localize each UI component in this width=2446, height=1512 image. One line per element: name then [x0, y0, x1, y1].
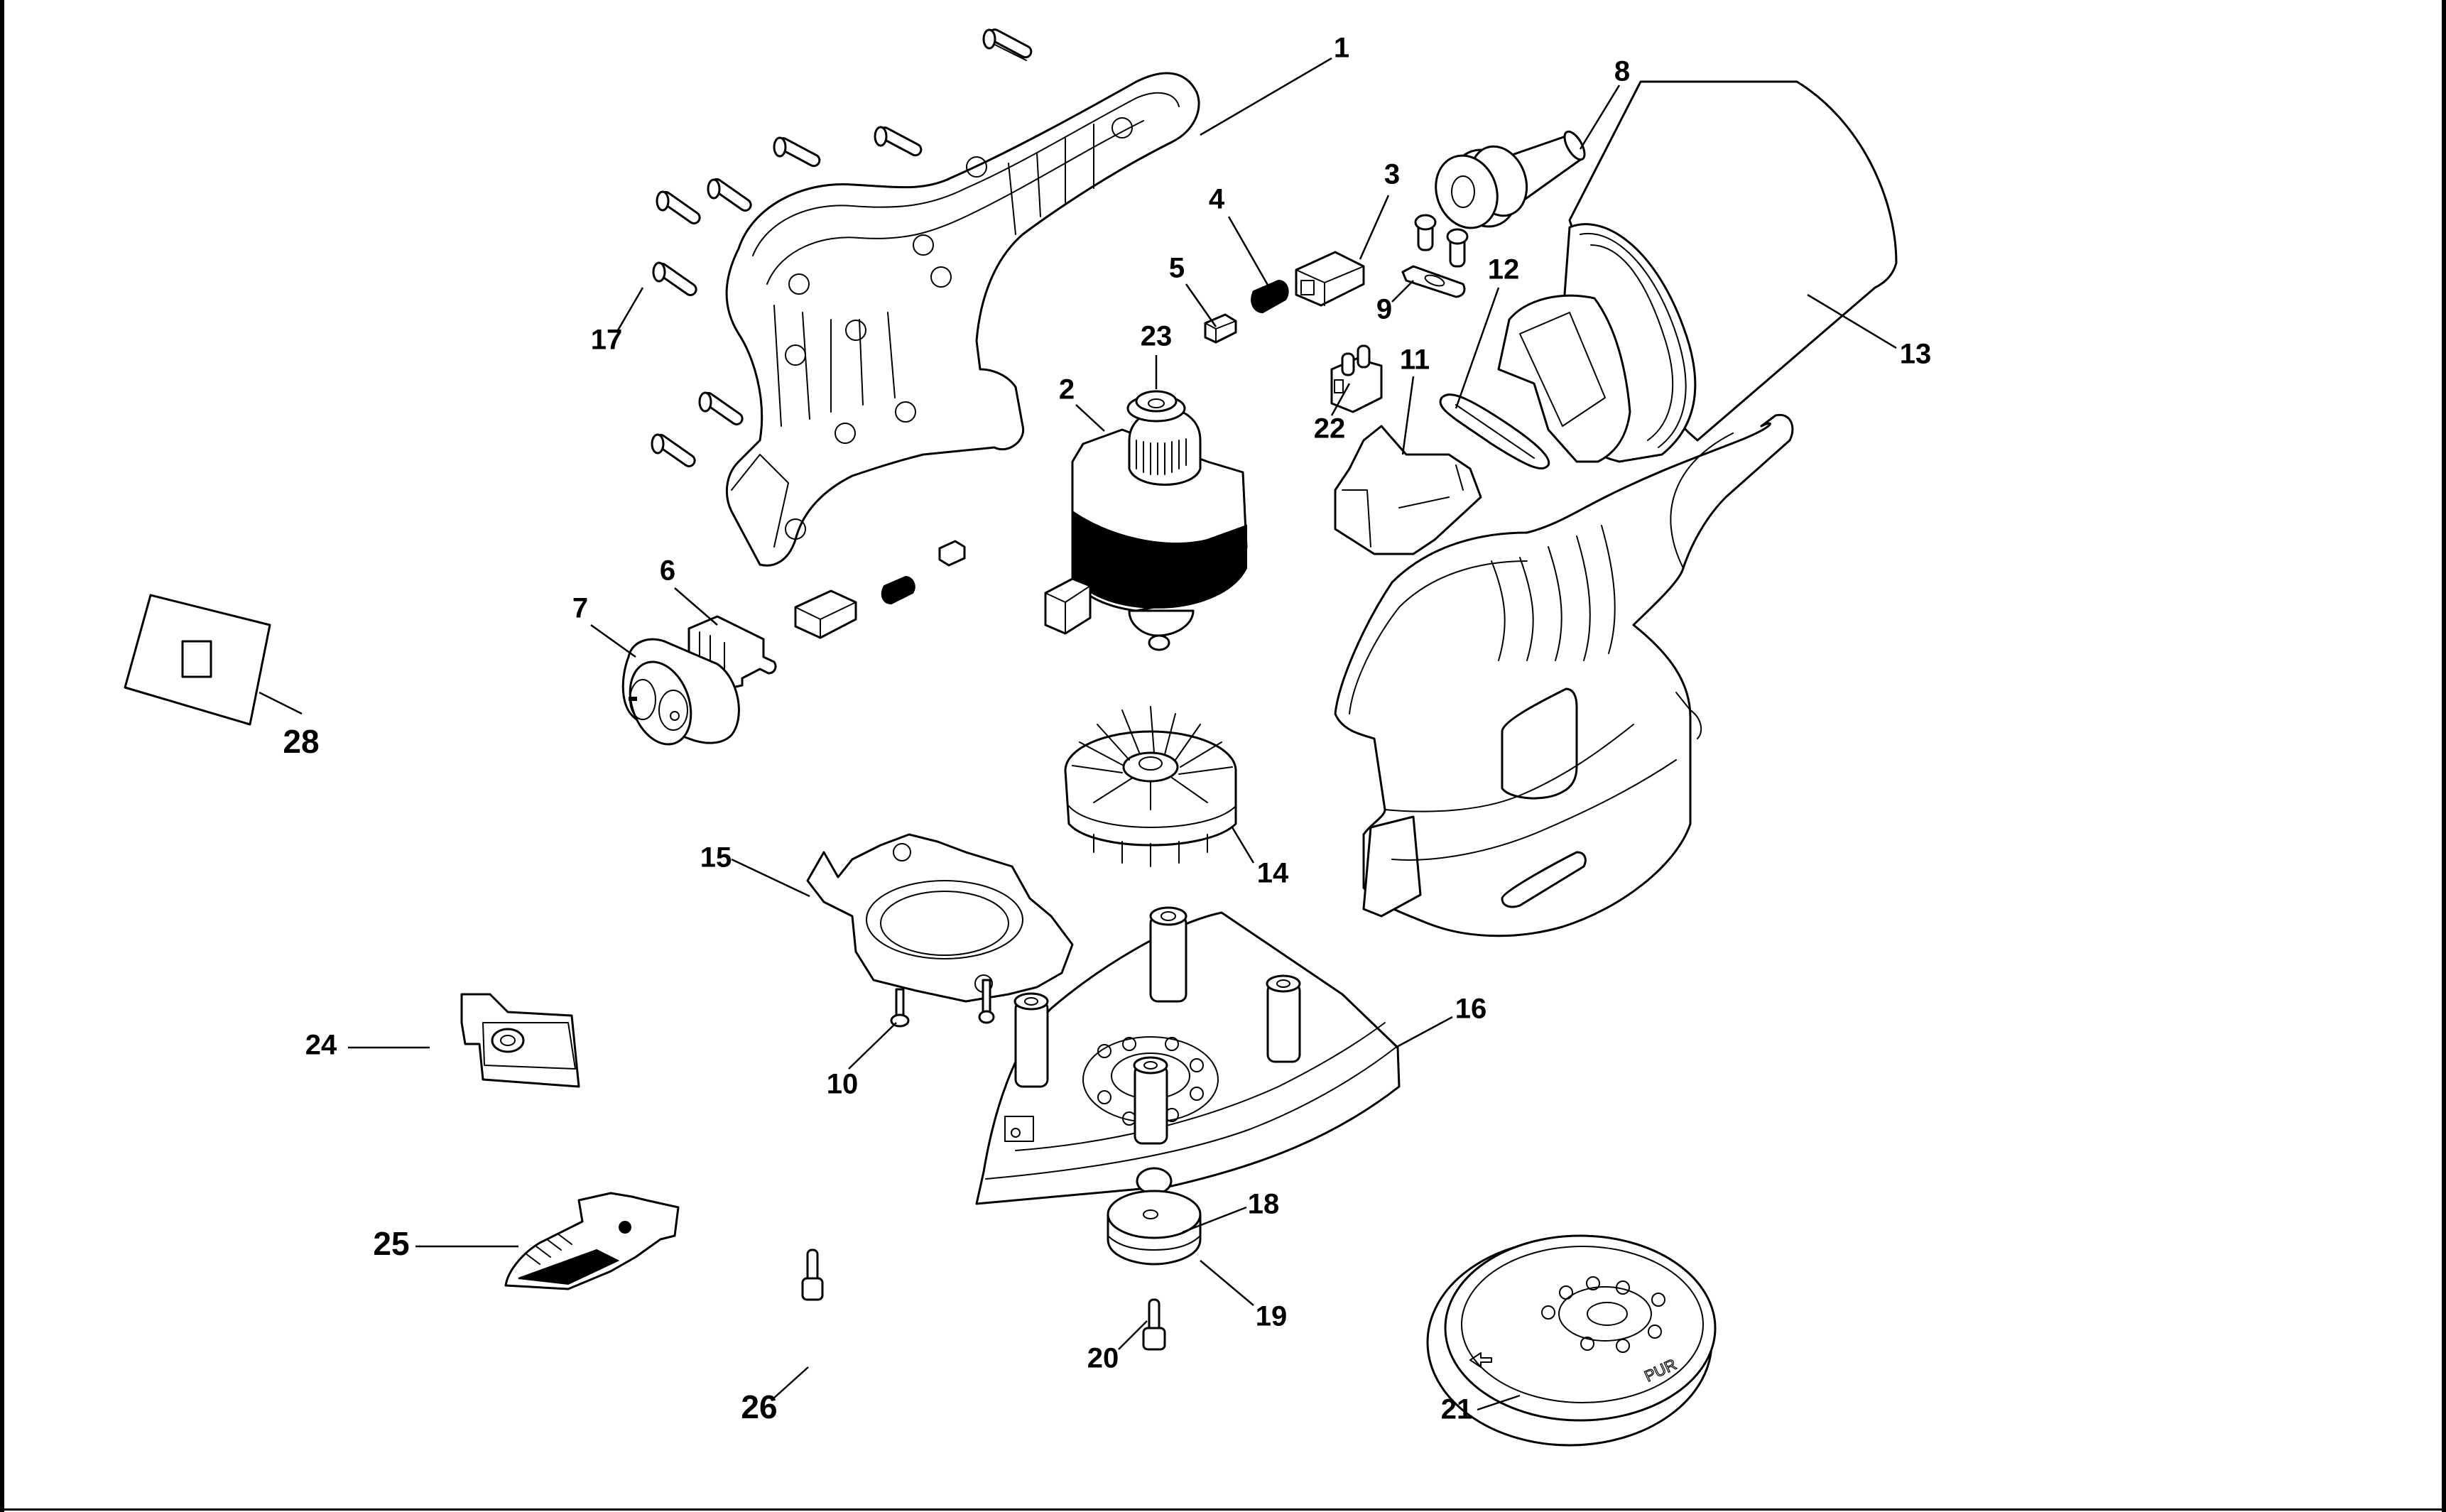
leader-12	[1455, 287, 1500, 409]
screw	[656, 190, 701, 224]
callout-24: 24	[305, 1030, 337, 1061]
leader-9	[1391, 280, 1414, 303]
callout-22: 22	[1314, 413, 1346, 445]
part-2-motor	[1071, 390, 1248, 651]
leader-lines	[259, 57, 1897, 1411]
callout-18: 18	[1248, 1189, 1280, 1220]
callout-13: 13	[1900, 339, 1932, 370]
part-17-screws	[651, 28, 1033, 467]
callout-19: 19	[1256, 1301, 1288, 1332]
callout-15: 15	[700, 842, 732, 874]
leader-17	[616, 287, 644, 331]
leader-10	[848, 1022, 897, 1070]
part-21-sanding-pad: PUR	[1426, 1234, 1717, 1447]
leader-21	[1477, 1394, 1521, 1411]
leader-22	[1330, 383, 1351, 416]
part-12-slider	[1439, 393, 1550, 470]
screw	[698, 391, 744, 425]
base-post	[1149, 906, 1187, 1003]
main-body-housing	[1334, 413, 1794, 937]
part-8-cord-guard	[1435, 130, 1586, 229]
callout-5: 5	[1169, 253, 1185, 284]
leader-26	[772, 1366, 809, 1400]
part-26-screw	[801, 1249, 824, 1301]
leader-20	[1118, 1320, 1148, 1350]
leader-13	[1807, 293, 1897, 349]
callout-23: 23	[1141, 321, 1173, 352]
part-4-spring	[1251, 279, 1289, 314]
part-1-housing-half	[725, 72, 1200, 567]
leader-28	[259, 691, 303, 715]
screw	[982, 28, 1033, 61]
part-14-fan	[1064, 706, 1237, 867]
callout-1: 1	[1334, 33, 1349, 64]
callout-9: 9	[1376, 294, 1392, 325]
callout-4: 4	[1209, 184, 1225, 215]
callout-14: 14	[1257, 858, 1289, 889]
frame-border-left	[0, 0, 4, 1512]
leader-18	[1182, 1206, 1247, 1234]
leader-6	[674, 587, 718, 626]
screw	[874, 126, 923, 157]
part-15-fan-cover	[806, 833, 1074, 1028]
leader-11	[1401, 376, 1415, 455]
leader-8	[1579, 85, 1621, 150]
callout-26: 26	[741, 1388, 777, 1425]
base-post	[1133, 1056, 1168, 1145]
callout-25: 25	[373, 1225, 409, 1262]
part-13-dust-canister	[1497, 80, 1898, 463]
callout-3: 3	[1384, 159, 1400, 190]
callout-6: 6	[660, 555, 675, 587]
screw	[707, 178, 752, 212]
callout-20: 20	[1087, 1343, 1119, 1374]
part-20-screw	[1142, 1298, 1166, 1351]
part-22-terminal-block	[1330, 344, 1383, 413]
leader-4	[1227, 216, 1273, 292]
part-7-switch-button	[621, 638, 740, 746]
leader-15	[731, 858, 810, 898]
part-11-switch-bracket	[1334, 425, 1482, 555]
leader-1	[1200, 57, 1332, 136]
part-16-base-plate	[975, 906, 1401, 1205]
part-4-spring-lower	[881, 575, 915, 605]
screw	[651, 433, 696, 467]
callout-17: 17	[591, 325, 623, 356]
callout-labels: 1 2 3 4 5 6 7 8 9 10 11 12 13 14 15 16 1…	[283, 33, 1931, 1426]
callout-16: 16	[1455, 994, 1487, 1025]
leader-7	[590, 624, 636, 658]
leader-5	[1185, 283, 1217, 327]
leader-16	[1395, 1016, 1453, 1049]
screw	[773, 136, 821, 168]
part-28-label	[124, 594, 271, 726]
callout-10: 10	[827, 1069, 859, 1100]
callout-11: 11	[1400, 344, 1430, 376]
part-3-brush-holder	[1295, 251, 1365, 307]
callout-8: 8	[1614, 56, 1630, 87]
screw	[652, 261, 697, 296]
frame-border-bottom	[0, 1508, 2446, 1511]
base-post	[1013, 992, 1049, 1088]
callout-28: 28	[283, 723, 319, 760]
part-9-cord-clamp	[1401, 214, 1469, 298]
part-18-rubber-mount	[1107, 1167, 1202, 1266]
part-24-finger-attachment	[460, 993, 580, 1088]
callout-2: 2	[1059, 374, 1075, 406]
leader-2	[1075, 404, 1105, 432]
callout-12: 12	[1488, 254, 1520, 285]
part-5-carbon-brush-lower	[938, 540, 966, 567]
leader-3	[1359, 195, 1390, 260]
frame-border-right	[2442, 0, 2446, 1512]
leader-14	[1231, 827, 1255, 864]
leader-19	[1200, 1260, 1254, 1306]
callout-7: 7	[572, 593, 588, 624]
base-post	[1266, 974, 1301, 1063]
part-3-brush-holder-lower	[794, 589, 857, 639]
callout-21: 21	[1441, 1394, 1473, 1425]
part-brush-cap	[1044, 577, 1092, 635]
part-25-detail-pad	[504, 1192, 680, 1290]
